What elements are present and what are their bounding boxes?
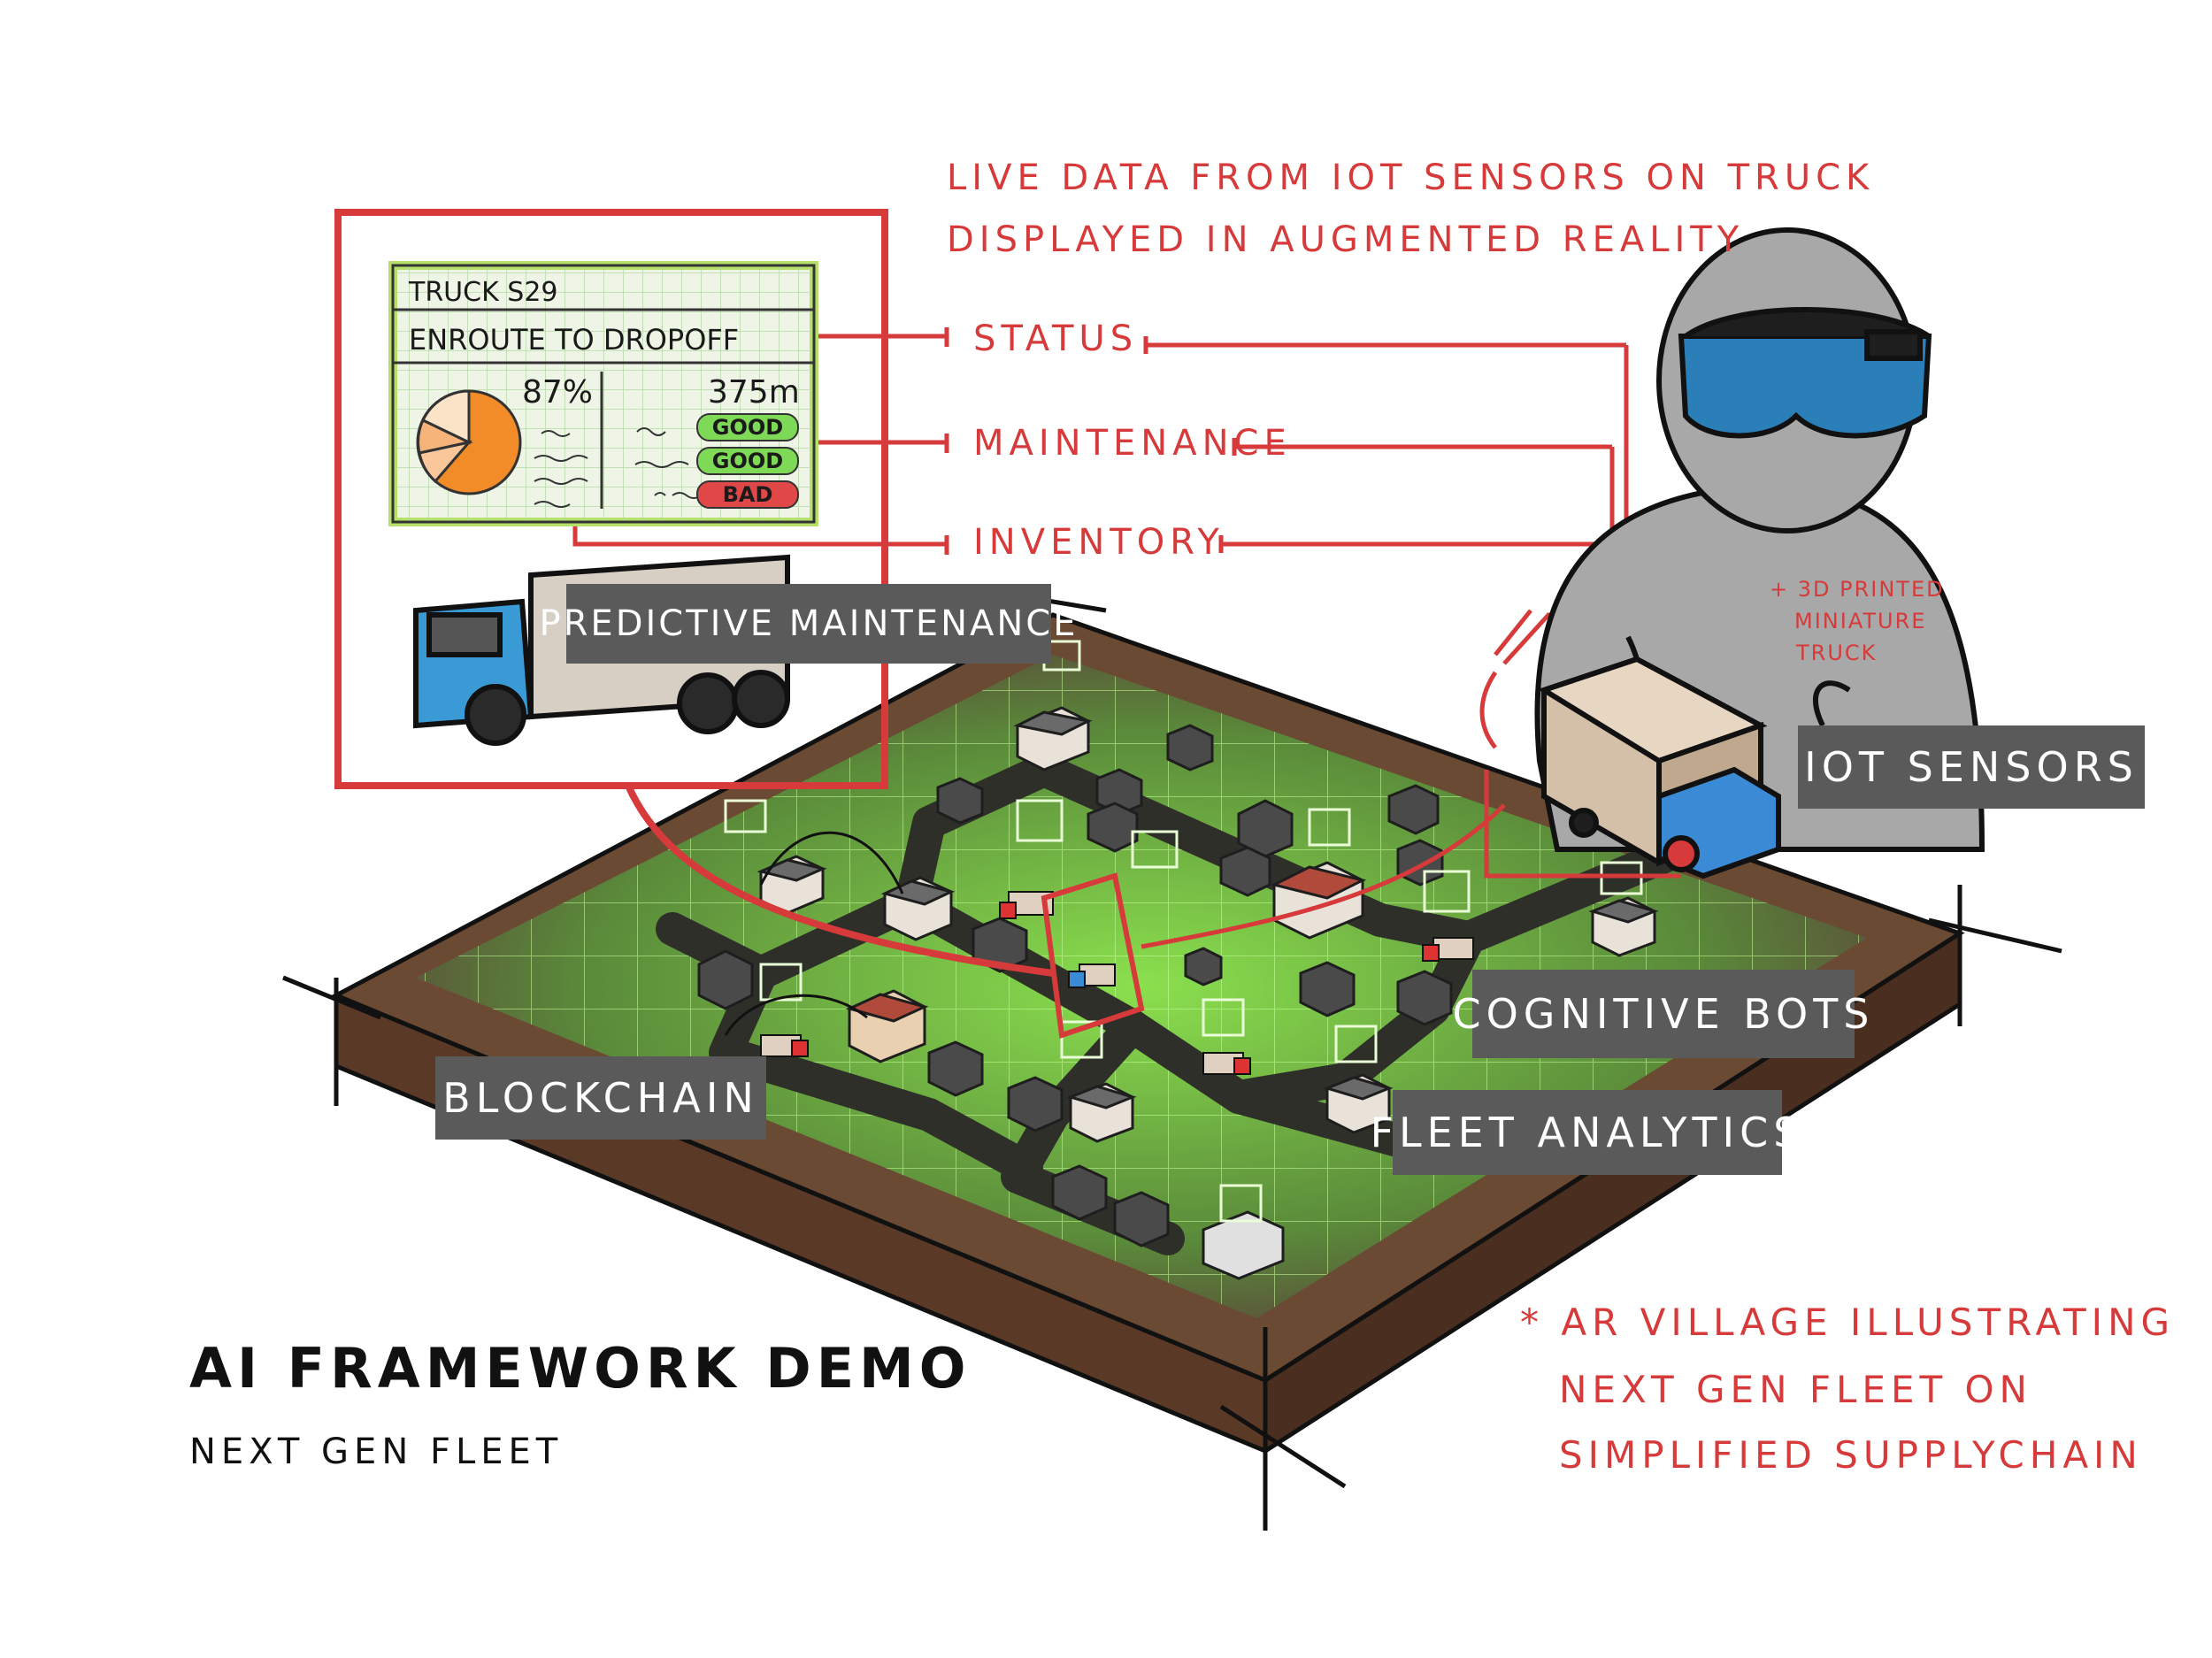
building-cube [1087, 802, 1139, 853]
ar-panel-icon [1016, 799, 1064, 842]
warehouse-building [1588, 896, 1659, 957]
footer-subtitle: NEXT GEN FLEET [189, 1432, 564, 1472]
truck-id: TRUCK S29 [408, 277, 558, 308]
village-buildings [697, 706, 1659, 1280]
building-cube [1219, 846, 1271, 897]
header-note-line2: DISPLAYED IN AUGMENTED REALITY [947, 219, 1745, 260]
building-cube [1007, 1076, 1064, 1132]
status-pill-label: GOOD [712, 415, 783, 440]
status-pill [696, 413, 799, 441]
blockchain-arcs [724, 831, 904, 1036]
ar-panel-icon [1334, 1025, 1378, 1063]
bottom-note-line1: * AR VILLAGE ILLUSTRATING [1520, 1301, 2176, 1344]
ar-panel-icon [759, 963, 803, 1002]
ar-panel-icon [1131, 830, 1179, 869]
building-cube [1387, 784, 1440, 835]
callout-maintenance: MAINTENANCE [973, 423, 1292, 464]
printed-note-line1: + 3D PRINTED [1770, 577, 1945, 602]
truck-icon [1422, 937, 1474, 962]
ar-panel-icon [724, 799, 767, 833]
ar-panel-icon [1308, 808, 1351, 847]
warehouse-building [1323, 1073, 1394, 1134]
building-cube [1396, 970, 1453, 1026]
building-cube [1113, 1191, 1170, 1247]
printed-note-line3: TRUCK [1796, 641, 1878, 665]
status-pill-label: GOOD [712, 449, 783, 473]
printed-note-line2: MINIATURE [1794, 609, 1927, 633]
building-cube [1237, 799, 1294, 858]
factory-building [1202, 1210, 1285, 1280]
ar-floating-panels [724, 640, 1643, 1223]
building-cube [697, 949, 754, 1010]
tag-fleet-analytics: FLEET ANALYTICS [1371, 1090, 1799, 1175]
warehouse-building [1066, 1082, 1137, 1143]
tracked-truck-highlight [1041, 872, 1145, 1039]
tag-blockchain: BLOCKCHAIN [435, 1056, 766, 1140]
truck-icon [760, 1034, 809, 1057]
ar-panel-icon [1060, 1020, 1103, 1059]
building-cube [1396, 839, 1444, 887]
callout-inventory: INVENTORY [973, 522, 1225, 563]
callout-status: STATUS [973, 319, 1139, 359]
panel-placeholder-rows [534, 427, 702, 508]
ar-panel-icon [1202, 998, 1245, 1037]
header-note-line1: LIVE DATA FROM IOT SENSORS ON TRUCK [947, 157, 1875, 198]
tag-predictive-maintenance: PREDICTIVE MAINTENANCE [540, 584, 1076, 664]
connector-lines [334, 209, 1770, 977]
building-cube [1166, 724, 1214, 771]
building-cube [1051, 1164, 1108, 1221]
status-pill-label: BAD [723, 482, 773, 507]
building-cube [1184, 947, 1223, 986]
distance-readout: 375m [708, 374, 800, 411]
bottom-note-line2: NEXT GEN FLEET ON [1559, 1368, 2032, 1411]
ar-panel-icon [1219, 1184, 1263, 1223]
tag-cognitive-bots: COGNITIVE BOTS [1452, 970, 1870, 1058]
truck-icon [1068, 963, 1116, 988]
warehouse-building [1013, 706, 1093, 771]
building-cube [927, 1040, 984, 1097]
footer-title: AI FRAMEWORK DEMO [189, 1336, 972, 1401]
status-pill [696, 480, 799, 509]
building-cube [1095, 768, 1143, 816]
percent-readout: 87% [522, 374, 593, 411]
status-pill [696, 447, 799, 475]
route-status: ENROUTE TO DROPOFF [409, 323, 739, 357]
red-roof-building [845, 989, 929, 1063]
building-cube [936, 777, 984, 825]
tag-iot-sensors: IOT SENSORS [1798, 725, 2145, 809]
truck-icon [1202, 1052, 1251, 1075]
3d-printed-truck [1537, 656, 1781, 879]
bottom-note-line3: SIMPLIFIED SUPPLYCHAIN [1559, 1433, 2143, 1477]
building-cube [1299, 961, 1356, 1017]
inventory-pie-chart [416, 389, 522, 495]
ar-panel-icon [1423, 870, 1471, 913]
truck-status-card: GOOD GOOD BAD TRUCK S29 ENROUTE TO DROPO… [388, 261, 818, 526]
miniature-trucks [760, 891, 1474, 1075]
